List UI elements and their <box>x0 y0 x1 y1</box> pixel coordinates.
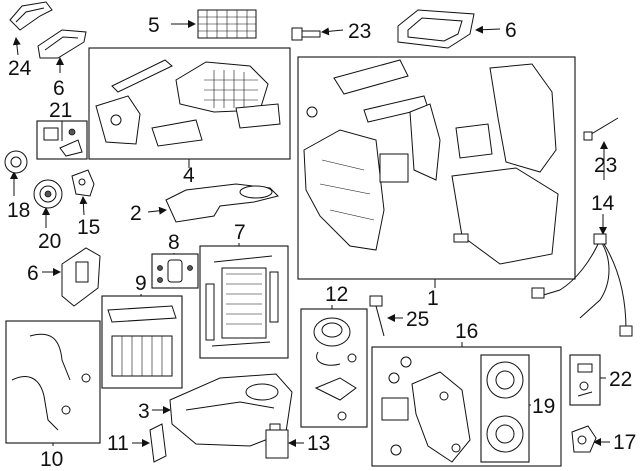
box-12-group <box>300 308 368 428</box>
gear-part-20 <box>33 179 63 209</box>
callout-16: 16 <box>455 320 478 343</box>
bracket-part-11 <box>149 423 167 463</box>
bolt-part-right <box>583 117 619 141</box>
callout-11: 11 <box>107 432 129 455</box>
blower-motor-part <box>313 317 357 421</box>
callout-1: 1 <box>427 287 439 310</box>
module-part-13 <box>265 423 289 459</box>
callout-3: 3 <box>138 400 150 423</box>
filter-frame-part <box>397 9 475 49</box>
callout-2: 2 <box>130 202 142 225</box>
duct-part-2 <box>165 183 279 223</box>
box-7-group <box>199 245 289 359</box>
callout-12: 12 <box>325 283 348 306</box>
sensor-part-8 <box>157 259 193 283</box>
callout-17: 17 <box>613 431 636 454</box>
callout-7: 7 <box>234 221 246 244</box>
evaporator-part <box>205 255 279 347</box>
cabin-filter-part <box>197 9 257 39</box>
callout-21: 21 <box>49 99 72 122</box>
case-assembly-part <box>95 59 281 147</box>
gasket-part-upper <box>37 29 87 59</box>
callout-5: 5 <box>148 14 160 37</box>
callout-25: 25 <box>406 308 429 331</box>
callout-19: 19 <box>532 395 555 418</box>
callout-9: 9 <box>135 272 147 295</box>
callout-13: 13 <box>307 432 330 455</box>
callout-6-upper: 6 <box>53 77 65 100</box>
callout-6-right: 6 <box>505 19 517 42</box>
sensor-part-17 <box>571 425 597 453</box>
callout-15: 15 <box>77 216 100 239</box>
gasket-part-left <box>61 247 101 307</box>
wire-harness-part <box>531 233 633 337</box>
hvac-case-part <box>303 59 559 265</box>
callout-22: 22 <box>609 368 632 391</box>
callout-20: 20 <box>38 230 61 253</box>
actuator-part-15 <box>71 169 95 197</box>
callout-14: 14 <box>591 192 615 215</box>
lower-case-part <box>169 373 293 447</box>
box-1-group <box>297 56 576 280</box>
pipe-parts <box>11 333 91 431</box>
seal-strip-part <box>9 1 53 31</box>
leader-lines <box>10 20 610 447</box>
box-16-group <box>371 346 562 467</box>
actuator-set-part <box>381 356 471 463</box>
callout-23-top: 23 <box>348 20 371 43</box>
gear-part-18 <box>4 150 28 174</box>
clip-parts <box>43 127 83 157</box>
box-19-group <box>480 354 530 463</box>
resistor-part <box>369 295 385 337</box>
heater-core-part <box>107 305 177 377</box>
callout-6-left: 6 <box>27 262 39 285</box>
box-9-group <box>101 295 183 389</box>
callout-23-right: 23 <box>594 154 617 177</box>
box-22-group <box>569 354 601 406</box>
callout-24: 24 <box>8 57 32 80</box>
callout-18: 18 <box>7 199 30 222</box>
door-parts-19 <box>486 361 524 453</box>
box-8-group <box>151 253 199 289</box>
callout-4: 4 <box>183 164 195 187</box>
callout-8: 8 <box>168 231 180 254</box>
small-parts-22 <box>577 363 593 397</box>
callout-10: 10 <box>40 448 63 471</box>
bolt-part-top <box>291 27 321 41</box>
